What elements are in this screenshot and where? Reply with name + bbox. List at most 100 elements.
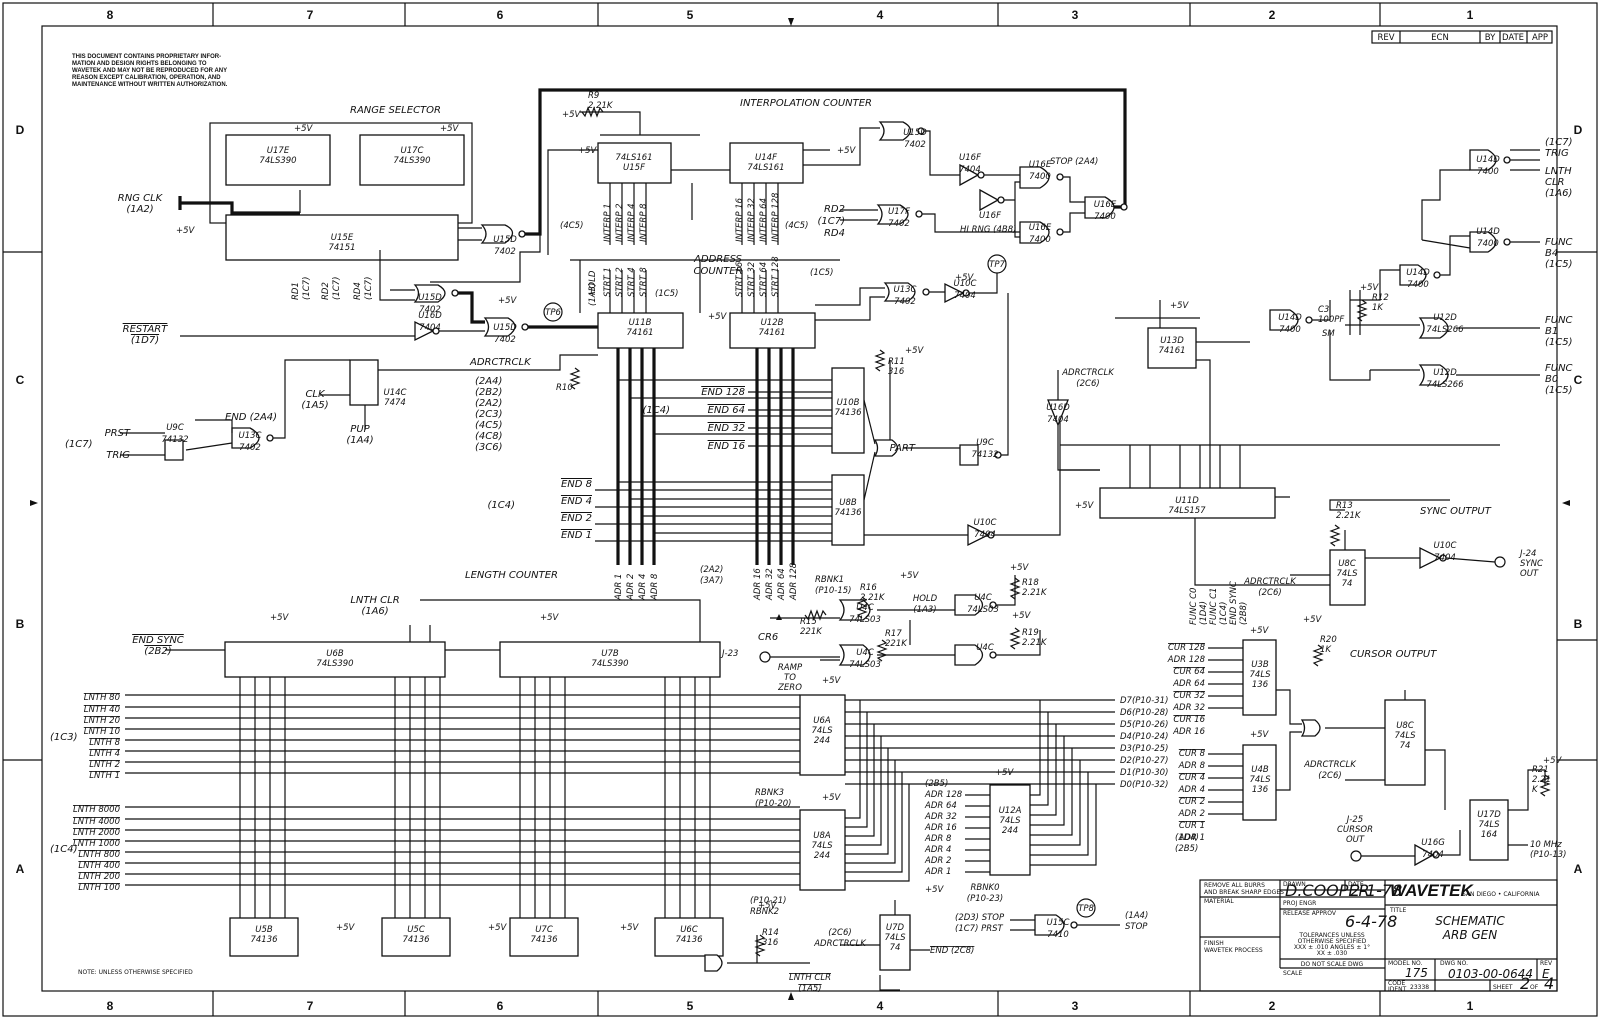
signal-label: RD2: [824, 204, 845, 215]
u12b-chip: [729, 312, 816, 349]
zone-column-label: 4: [877, 999, 884, 1013]
signal-label: STRT 1: [603, 267, 613, 297]
signal-label: D3(P10-25): [1120, 744, 1168, 754]
drawing-title: SCHEMATIC: [1435, 914, 1505, 928]
gate-label: U4C: [856, 603, 874, 613]
resistor-label: 2.21K: [588, 101, 614, 111]
title-block-text: DO NOT SCALE DWG: [1301, 961, 1364, 968]
resistor-label: 2.21K: [1022, 638, 1048, 648]
signal-label: END 8: [561, 479, 592, 490]
signal-label: (2C3): [475, 409, 503, 420]
gate-label: 7404: [1047, 415, 1069, 425]
u7b-chip: [499, 641, 721, 678]
resistor-label: R9: [588, 91, 599, 101]
signal-label: TRIG: [1545, 148, 1569, 159]
gate-label: U10C: [1434, 541, 1457, 551]
chip-label: U15F: [623, 163, 645, 173]
signal-label: ADR 1: [924, 867, 951, 877]
vcc-label: +5V: [1010, 563, 1030, 573]
u11d-chip: [1099, 487, 1276, 519]
gate-label: U12D: [1433, 313, 1457, 323]
signal-label: PUP: [350, 424, 370, 435]
u16e-gate-c: [1084, 196, 1115, 219]
u7d-chip: [879, 914, 911, 971]
signal-label: RBNK0: [970, 883, 999, 893]
vcc-label: +5V: [758, 901, 778, 911]
signal-label: ADR 64: [924, 801, 957, 811]
vcc-label: +5V: [837, 146, 857, 156]
resistor-label: 316: [762, 938, 779, 948]
u10c-inverter-a: [944, 282, 965, 304]
data-bus-wires: [845, 699, 1115, 882]
zone-column-label: 1: [1467, 8, 1474, 22]
u7c-chip: [509, 917, 579, 957]
signal-label: LNTH 4000: [73, 817, 120, 827]
signal-label: RBNK2: [750, 907, 779, 917]
chip-label: 244: [814, 851, 830, 861]
chip-label: U15E: [331, 233, 354, 243]
title-block-text: AND BREAK SHARP EDGES: [1204, 889, 1284, 896]
signal-label: END SYNC: [1229, 581, 1239, 625]
chip-label: 74LS390: [591, 659, 628, 669]
signal-label: CLR: [1545, 177, 1565, 188]
drawing-number: 0103-00-0644: [1448, 967, 1533, 981]
vcc-label: +5V: [498, 296, 518, 306]
u17c-chip: [359, 134, 465, 186]
signal-label: INTERP 32: [747, 198, 757, 242]
chip-label: 244: [1002, 826, 1018, 836]
signal-label: J-25: [1345, 815, 1363, 825]
zone-row-label: A: [1574, 862, 1583, 876]
u17e-chip: [225, 134, 331, 186]
j25-connector: [1350, 850, 1362, 862]
signal-label: LNTH 1: [89, 771, 120, 781]
u14d-gate-b: [1399, 264, 1427, 286]
section-address-counter: ADDRESS: [693, 254, 742, 265]
signal-label: (3A7): [700, 576, 723, 586]
gate-label: U15D: [493, 323, 517, 333]
j24-connector: [1494, 556, 1506, 568]
signal-label: RD4: [353, 282, 363, 300]
signal-label: ADR 4: [1178, 785, 1205, 795]
revision-header: APP: [1532, 33, 1548, 43]
vcc-label: +5V: [578, 146, 598, 156]
u14f-chip: [729, 142, 804, 184]
signal-label: (4C8): [475, 431, 503, 442]
u8c-sync-chip: [1329, 549, 1366, 606]
test-point-label: TP8: [1078, 904, 1094, 914]
gate-label: 7404: [1422, 850, 1444, 860]
title-block-text: DRAWN: [1283, 881, 1306, 888]
tp8-marker: [1076, 898, 1096, 918]
signal-label: STRT 128: [771, 256, 781, 297]
revision-header: BY: [1485, 33, 1496, 43]
gate-label: U16F: [979, 211, 1001, 221]
signal-label: (1C7): [332, 277, 342, 300]
wired-or-gate: [873, 439, 899, 457]
title-block-text: REV: [1540, 960, 1553, 967]
signal-label: (1C4): [50, 844, 78, 855]
signal-label: (2B5): [925, 779, 948, 789]
signal-label: (P10-20): [755, 799, 791, 809]
chip-label: U11B: [629, 318, 652, 328]
resistor-label: R18: [1022, 578, 1039, 588]
chip-label: 74: [1400, 741, 1411, 751]
general-note: NOTE: UNLESS OTHERWISE SPECIFIED: [78, 969, 193, 976]
signal-label: CR6: [758, 632, 778, 643]
proprietary-notice: WAVETEK AND MAY NOT BE REPRODUCED FOR AN…: [72, 68, 227, 74]
vcc-label: +5V: [176, 226, 196, 236]
vcc-label: +5V: [708, 312, 728, 322]
signal-label: (4C5): [785, 221, 808, 231]
gate-label: 7402: [239, 443, 261, 453]
u15d-gate-b: [413, 284, 446, 303]
chip-label: U6A: [813, 716, 831, 726]
signal-label: TRIG: [106, 450, 130, 461]
signal-label: OUT: [1520, 569, 1539, 579]
gate-label: U13C: [239, 431, 262, 441]
u17d-chip: [1469, 799, 1509, 861]
vcc-label: +5V: [336, 923, 356, 933]
signal-label: CURSOR: [1337, 825, 1373, 835]
gate-label: 7400: [1477, 239, 1499, 249]
signal-label: CUR 16: [1173, 715, 1205, 725]
chip-label: 74: [1342, 579, 1353, 589]
tolerance-text: TOLERANCES UNLESS: [1298, 932, 1365, 939]
